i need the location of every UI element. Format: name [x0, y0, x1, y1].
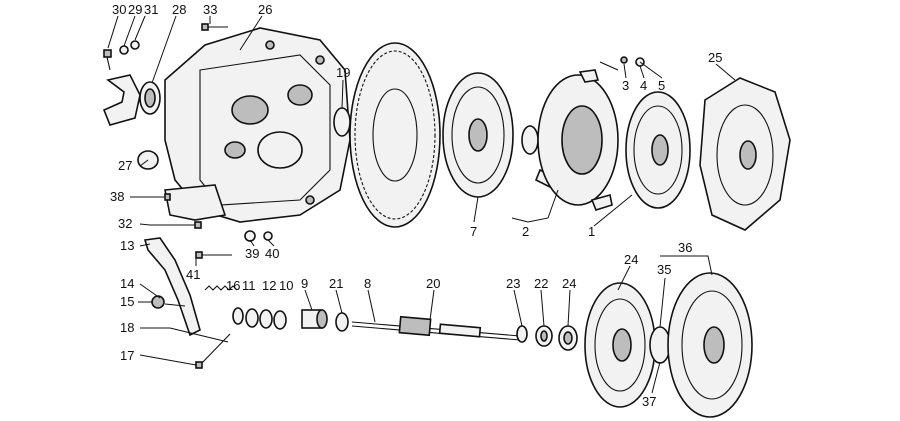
callout-29: 29	[128, 2, 142, 17]
callout-2: 2	[522, 224, 529, 239]
callout-36: 36	[678, 240, 692, 255]
callout-30: 30	[112, 2, 126, 17]
callout-22: 22	[534, 276, 548, 291]
bushing-22	[535, 325, 553, 347]
pin-18	[169, 327, 229, 343]
callout-24a: 24	[562, 276, 576, 291]
bolt-32	[150, 221, 202, 229]
callout-38: 38	[110, 189, 124, 204]
callout-7: 7	[470, 224, 477, 239]
retainer-ring	[102, 74, 141, 126]
washer-stack	[232, 307, 287, 330]
rod-17	[195, 333, 231, 369]
callout-5: 5	[658, 78, 665, 93]
bolt-41	[195, 251, 232, 259]
pressure-plate	[537, 69, 619, 211]
callout-21: 21	[329, 276, 343, 291]
callout-31: 31	[144, 2, 158, 17]
callout-18: 18	[120, 320, 134, 335]
callout-23: 23	[506, 276, 520, 291]
hub-35	[649, 326, 671, 364]
callout-13: 13	[120, 238, 134, 253]
callout-19: 19	[336, 65, 350, 80]
leader-lines	[107, 15, 736, 394]
callout-26: 26	[258, 2, 272, 17]
callout-27: 27	[118, 158, 132, 173]
bushing-9	[301, 309, 328, 329]
callout-32: 32	[118, 216, 132, 231]
callout-41: 41	[186, 267, 200, 282]
callout-24b: 24	[624, 252, 638, 267]
collar-24	[558, 325, 578, 351]
callout-33: 33	[203, 2, 217, 17]
bearing-28	[139, 81, 161, 115]
callout-14: 14	[120, 276, 134, 291]
clutch-cover-25	[699, 77, 791, 231]
clutch-cover-36	[667, 272, 753, 418]
ring-21	[335, 312, 349, 332]
callout-17: 17	[120, 348, 134, 363]
callout-11: 11	[242, 278, 256, 293]
bolt-38	[145, 193, 171, 201]
callout-12: 12	[262, 278, 276, 293]
callout-10: 10	[279, 278, 293, 293]
release-lever-13	[143, 237, 201, 337]
callout-40: 40	[265, 246, 279, 261]
clutch-disc-7	[442, 72, 514, 198]
callout-28: 28	[172, 2, 186, 17]
callout-3: 3	[622, 78, 629, 93]
ring-23	[516, 325, 528, 343]
washer-39-40	[244, 230, 273, 242]
flywheel	[349, 42, 441, 228]
bolt-group-30-29-31	[103, 40, 140, 71]
callout-8: 8	[364, 276, 371, 291]
callout-labels: 30 29 31 28 33 26 19 3 4 5 25 27 38 32 1…	[110, 2, 722, 409]
shaft-8	[351, 315, 521, 341]
pulley-19	[333, 107, 351, 137]
callout-16: 16	[226, 278, 240, 293]
callout-4: 4	[640, 78, 647, 93]
pin-3-4-5	[599, 56, 645, 71]
callout-37: 37	[642, 394, 656, 409]
callout-15: 15	[120, 294, 134, 309]
spring-16	[204, 285, 238, 291]
diaphragm-spring-1	[625, 91, 691, 209]
callout-9: 9	[301, 276, 308, 291]
callout-39: 39	[245, 246, 259, 261]
nut-15	[151, 295, 186, 309]
callout-20: 20	[426, 276, 440, 291]
callout-35: 35	[657, 262, 671, 277]
callout-1: 1	[588, 224, 595, 239]
bolt-33	[201, 23, 228, 31]
callout-25: 25	[708, 50, 722, 65]
brake-disc-24	[584, 282, 656, 408]
mounting-bracket	[164, 184, 227, 221]
